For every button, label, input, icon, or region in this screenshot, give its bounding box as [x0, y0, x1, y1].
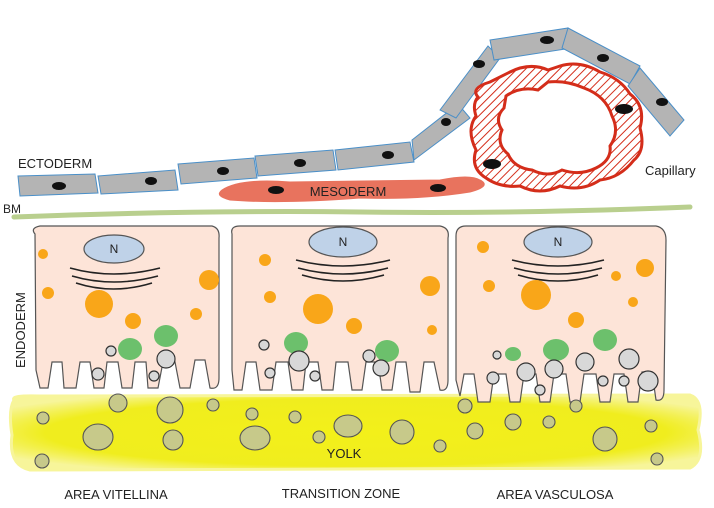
golgi-cell-2 [295, 259, 391, 282]
endoderm-label: ENDODERM [13, 292, 28, 368]
capillary-label: Capillary [645, 163, 696, 178]
endoderm-cell-area-vitellina [32, 225, 220, 389]
nucleus-cell-2: N [308, 226, 378, 258]
golgi-cell-1 [69, 267, 161, 290]
mesoderm-label: MESODERM [310, 184, 387, 199]
ectoderm-layer [17, 27, 685, 197]
area-vitellina-label: AREA VITELLINA [64, 487, 168, 502]
mesoderm-layer: MESODERM [218, 176, 485, 203]
ectoderm-label: ECTODERM [18, 156, 92, 171]
green-vesicles [118, 325, 617, 362]
nucleus-label: N [110, 242, 119, 256]
yolk-label: YOLK [327, 446, 362, 461]
nucleus-label: N [339, 235, 348, 249]
yolk-granules-in-cells [91, 339, 659, 396]
basement-membrane [11, 204, 693, 220]
bm-label: BM [3, 202, 21, 216]
nucleus-cell-1: N [83, 234, 145, 264]
nucleus-cell-3: N [523, 226, 593, 258]
transition-zone-label: TRANSITION ZONE [282, 486, 401, 501]
lipid-droplets [38, 241, 654, 335]
capillary-vessel [469, 62, 644, 193]
golgi-cell-3 [511, 259, 605, 282]
nucleus-label: N [554, 235, 563, 249]
ectoderm-nuclei [52, 36, 668, 190]
area-vasculosa-label: AREA VASCULOSA [497, 487, 614, 502]
yolk-granules [34, 393, 664, 469]
